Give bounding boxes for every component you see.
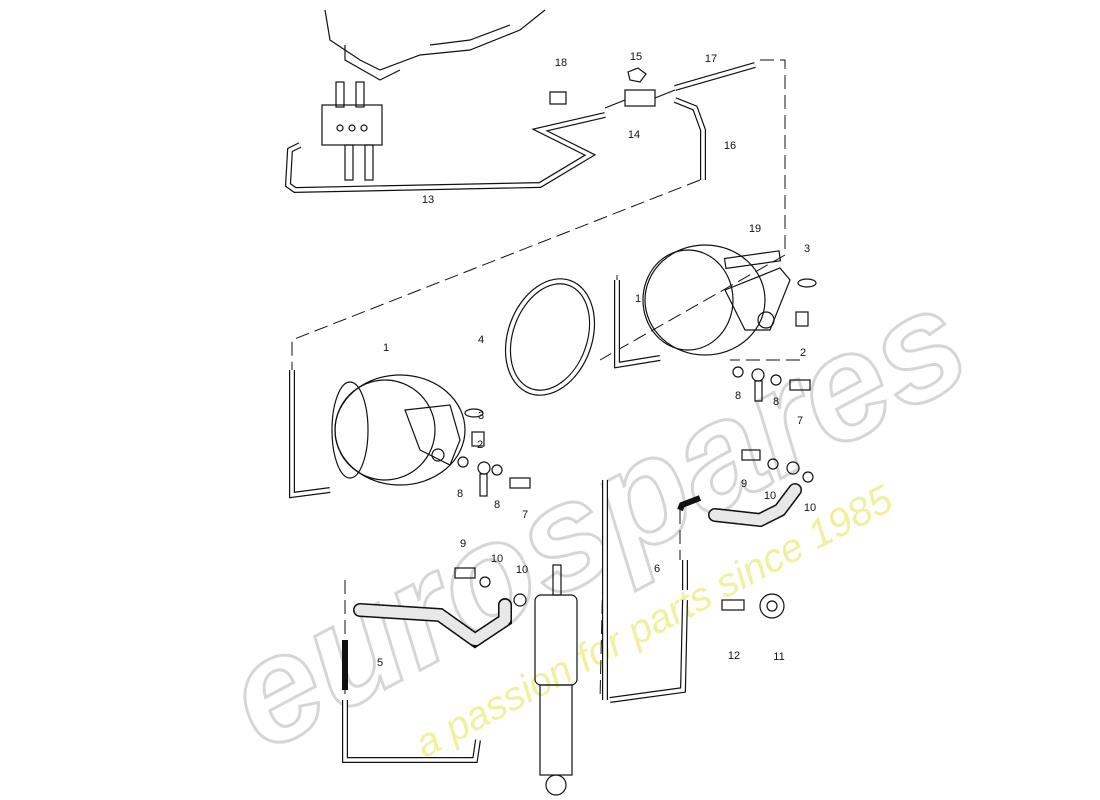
callout-8: 8 — [494, 499, 500, 511]
callout-19: 19 — [749, 223, 761, 235]
callout-8: 8 — [735, 390, 741, 402]
callout-5: 5 — [377, 657, 383, 669]
engine-bracket — [324, 9, 546, 81]
callout-10: 10 — [516, 564, 528, 576]
horn-right — [642, 244, 791, 356]
nut-15 — [627, 67, 647, 83]
callout-10: 10 — [804, 502, 816, 514]
callout-2: 2 — [477, 439, 483, 451]
valve-block — [321, 81, 383, 181]
callout-3: 3 — [804, 243, 810, 255]
t-fitting — [624, 89, 656, 107]
callout-4: 4 — [478, 334, 484, 346]
callout-17: 17 — [705, 53, 717, 65]
callout-7: 7 — [797, 415, 803, 427]
clip-18 — [549, 91, 567, 105]
callout-2: 2 — [800, 347, 806, 359]
callout-1: 1 — [383, 342, 389, 354]
t-fitting-nipples — [604, 89, 676, 109]
callout-8: 8 — [773, 396, 779, 408]
callout-10: 10 — [491, 553, 503, 565]
watermark: eurospares a passion for parts since 198… — [198, 252, 994, 783]
callout-8: 8 — [457, 488, 463, 500]
callout-7: 7 — [522, 509, 528, 521]
shock-absorber — [534, 564, 578, 796]
callout-3: 3 — [478, 410, 484, 422]
callout-9: 9 — [741, 478, 747, 490]
fasteners — [454, 278, 817, 619]
callout-1: 1 — [635, 293, 641, 305]
callout-16: 16 — [724, 140, 736, 152]
callout-14: 14 — [628, 129, 640, 141]
clamp-ring — [504, 278, 596, 396]
callout-13: 13 — [422, 194, 434, 206]
callout-18: 18 — [555, 57, 567, 69]
callout-9: 9 — [460, 538, 466, 550]
horn-left — [331, 374, 466, 486]
callout-10: 10 — [764, 490, 776, 502]
callout-11: 11 — [773, 651, 784, 663]
brake-line-13 — [284, 112, 606, 194]
callout-6: 6 — [654, 563, 660, 575]
callout-15: 15 — [630, 51, 642, 63]
callout-12: 12 — [728, 650, 740, 662]
